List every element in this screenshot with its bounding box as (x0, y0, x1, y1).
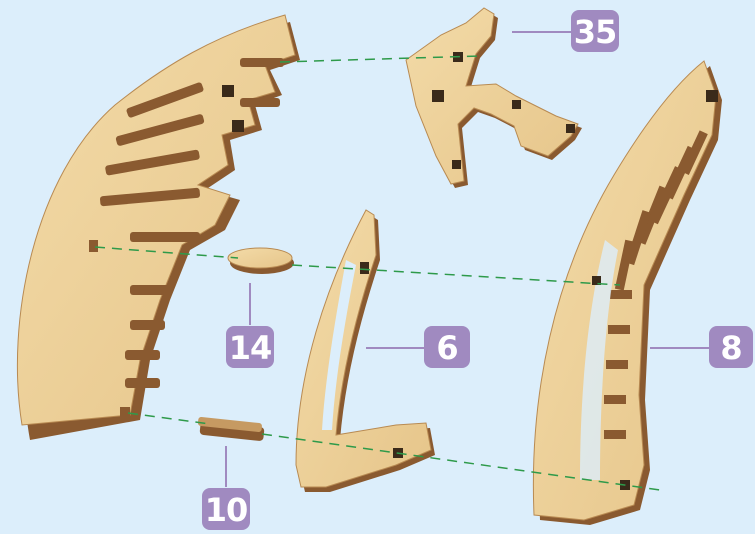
curved-base-part (17, 15, 300, 440)
callout-8-label: 8 (720, 329, 741, 367)
part-6-piece (296, 210, 435, 492)
callout-6-label: 6 (436, 329, 457, 367)
callout-14: 14 (226, 326, 274, 368)
callout-8: 8 (709, 326, 753, 368)
callout-35-label: 35 (574, 13, 617, 51)
callout-35: 35 (571, 10, 619, 52)
callout-10: 10 (202, 488, 250, 530)
part-10-piece (198, 417, 265, 442)
part-35-piece (406, 8, 582, 188)
part-14-piece (228, 248, 294, 274)
callout-10-label: 10 (205, 491, 248, 529)
callout-14-label: 14 (229, 329, 272, 367)
callout-6: 6 (424, 326, 470, 368)
